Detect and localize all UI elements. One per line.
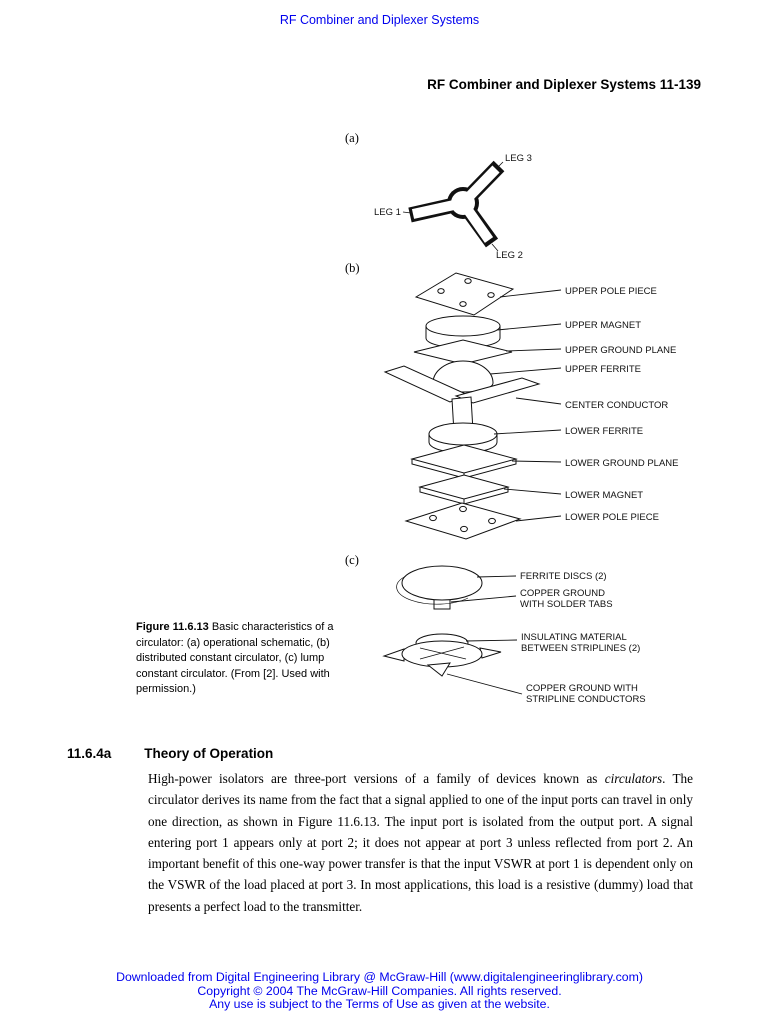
diagram-b-distributed-circulator: [383, 272, 541, 540]
diagram-a-label-leg1: LEG 1: [374, 207, 401, 218]
pole-piece-hole: [429, 514, 437, 522]
label-ferrite-discs: FERRITE DISCS (2): [520, 571, 607, 582]
label-lower-ground-plane: LOWER GROUND PLANE: [565, 458, 679, 469]
label-upper-pole-piece: UPPER POLE PIECE: [565, 286, 657, 297]
stripline-tab-bottom: [426, 662, 451, 677]
label-copper-ground-solder-1: COPPER GROUND: [520, 588, 605, 599]
label-insulating-2: BETWEEN STRIPLINES (2): [521, 643, 640, 654]
diagram-b-leader-lines: [489, 289, 562, 522]
pole-piece-hole: [459, 301, 467, 307]
stripline-detail-line: [419, 647, 467, 660]
upper-pole-piece-shape: [414, 272, 515, 316]
lower-ferrite-shape: [428, 422, 498, 446]
label-center-conductor: CENTER CONDUCTOR: [565, 400, 668, 411]
stripline-tab-right: [479, 647, 502, 659]
section-number: 11.6.4a: [67, 746, 112, 761]
diagram-a-label-leg3: LEG 3: [505, 153, 532, 164]
label-upper-magnet: UPPER MAGNET: [565, 320, 641, 331]
body-italic-term: circulators: [604, 771, 663, 786]
part-a-label: (a): [345, 131, 359, 145]
junction-center-fill: [451, 191, 475, 215]
stripline-detail-line: [419, 646, 465, 660]
part-b-label: (b): [345, 261, 360, 275]
page-header: RF Combiner and Diplexer Systems 11-139: [427, 77, 701, 92]
pole-piece-hole: [437, 288, 445, 294]
diagram-b-labels: UPPER POLE PIECE UPPER MAGNET UPPER GROU…: [565, 286, 679, 523]
label-upper-ground-plane: UPPER GROUND PLANE: [565, 345, 676, 356]
diagram-a-circulator-schematic: LEG 3 LEG 1 LEG 2: [374, 153, 532, 261]
figure-caption-text: Basic characteristics of a circulator: (…: [136, 621, 334, 695]
stripline-flange-shape: [401, 640, 483, 668]
figure-caption: Figure 11.6.13 Basic characteristics of …: [136, 620, 335, 698]
running-head-link[interactable]: RF Combiner and Diplexer Systems: [279, 13, 480, 27]
pole-piece-hole: [464, 278, 472, 284]
pole-piece-hole: [459, 505, 467, 513]
page-footer: Downloaded from Digital Engineering Libr…: [0, 970, 759, 1012]
body-text-before: High-power isolators are three-port vers…: [148, 771, 605, 786]
footer-copyright: Copyright © 2004 The McGraw-Hill Compani…: [197, 983, 562, 998]
label-lower-pole-piece: LOWER POLE PIECE: [565, 512, 659, 523]
footer-download-link[interactable]: Downloaded from Digital Engineering Libr…: [116, 970, 643, 984]
figure-caption-label: Figure 11.6.13: [136, 621, 209, 633]
label-upper-ferrite: UPPER FERRITE: [565, 364, 641, 375]
figure-part-labels: (a) (b) (c): [345, 131, 360, 567]
diagram-c-leader-lines: [446, 575, 523, 695]
pole-piece-hole: [460, 525, 468, 533]
section-heading: 11.6.4a Theory of Operation: [67, 746, 273, 761]
label-copper-ground-stripline-2: STRIPLINE CONDUCTORS: [526, 694, 646, 705]
label-copper-ground-solder-2: WITH SOLDER TABS: [520, 599, 613, 610]
stripline-tab-left: [382, 648, 405, 662]
body-paragraph: High-power isolators are three-port vers…: [148, 768, 693, 917]
lower-ground-plane-shape: [410, 444, 518, 474]
upper-ground-plane-shape: [413, 339, 513, 365]
upper-magnet-top: [425, 315, 501, 337]
label-lower-magnet: LOWER MAGNET: [565, 490, 643, 501]
label-copper-ground-stripline-1: COPPER GROUND WITH: [526, 683, 638, 694]
pole-piece-hole: [488, 517, 496, 525]
label-insulating-1: INSULATING MATERIAL: [521, 632, 627, 643]
lower-pole-piece-shape: [404, 502, 522, 540]
section-title: Theory of Operation: [144, 746, 274, 761]
body-text-after: . The circulator derives its name from t…: [148, 771, 693, 914]
figure-11-6-13: (a) (b) (c) LEG 3: [345, 131, 679, 705]
ferrite-disc-detail: [396, 575, 469, 605]
part-c-label: (c): [345, 553, 359, 567]
pole-piece-hole: [487, 292, 495, 298]
diagram-a-label-leg2: LEG 2: [496, 250, 523, 261]
footer-terms: Any use is subject to the Terms of Use a…: [209, 997, 550, 1012]
diagram-a-leader-lines: [402, 161, 504, 252]
ferrite-disc-shape: [401, 565, 483, 601]
label-lower-ferrite: LOWER FERRITE: [565, 426, 643, 437]
diagram-c-lump-circulator: [382, 565, 502, 677]
diagram-c-labels: FERRITE DISCS (2) COPPER GROUND WITH SOL…: [520, 571, 646, 705]
